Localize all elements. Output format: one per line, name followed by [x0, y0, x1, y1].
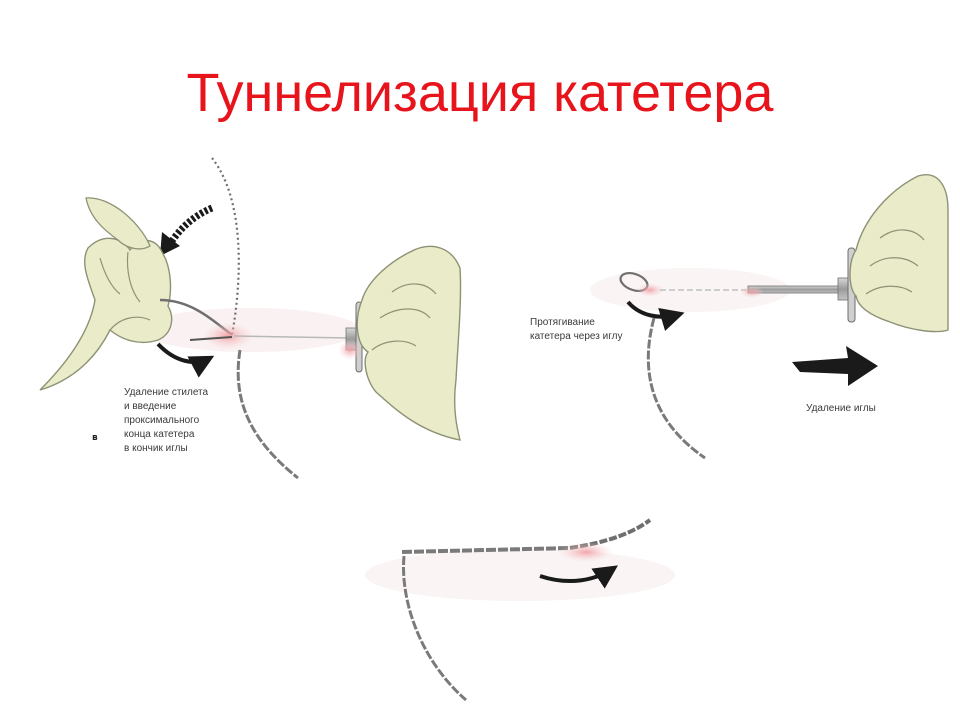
catheter-icon [402, 555, 467, 702]
caption-line: Удаление стилета [124, 387, 209, 398]
panel-letter: в [92, 433, 98, 443]
blood-tint [202, 322, 254, 350]
catheter-dotted-path [211, 157, 240, 336]
panel-bottom [365, 518, 675, 702]
arrow-icon [156, 342, 215, 378]
catheter-icon [401, 546, 571, 554]
arrow-icon [167, 204, 214, 246]
caption-line: и введение [124, 401, 177, 412]
catheter-icon [646, 317, 706, 460]
hand-icon [865, 229, 925, 295]
caption-line: проксимального [124, 415, 200, 426]
blood-tint [740, 286, 764, 298]
hand-icon [85, 197, 151, 250]
skin-shading-bottom [365, 549, 675, 601]
blood-tint [338, 340, 362, 360]
catheter-icon [236, 349, 299, 480]
panel-left [39, 157, 462, 480]
hand-icon [849, 174, 949, 333]
arrow-icon [626, 300, 685, 332]
arrow-icon [160, 232, 180, 256]
hand-icon [39, 237, 173, 391]
needle-icon [189, 336, 233, 341]
hand-icon [371, 283, 437, 351]
caption-line: Удаление иглы [806, 403, 876, 414]
caption-needle-removal: Удаление иглы [806, 402, 876, 416]
blood-tint [558, 542, 614, 562]
caption-line: конца катетера [124, 429, 195, 440]
slide-title: Туннелизация катетера [186, 63, 774, 123]
needle-icon [233, 335, 351, 339]
panel-right [590, 174, 949, 460]
hand-icon [99, 251, 151, 331]
arrow-icon [792, 346, 878, 386]
arrow-icon [539, 565, 618, 589]
caption-right: Протягивание катетера через иглу [530, 316, 622, 344]
blood-tint [636, 283, 664, 297]
caption-line: Протягивание [530, 317, 595, 328]
caption-line: в кончик иглы [124, 443, 188, 454]
caption-left: Удаление стилета и введение проксимально… [124, 386, 208, 456]
caption-line: катетера через иглу [530, 331, 623, 342]
